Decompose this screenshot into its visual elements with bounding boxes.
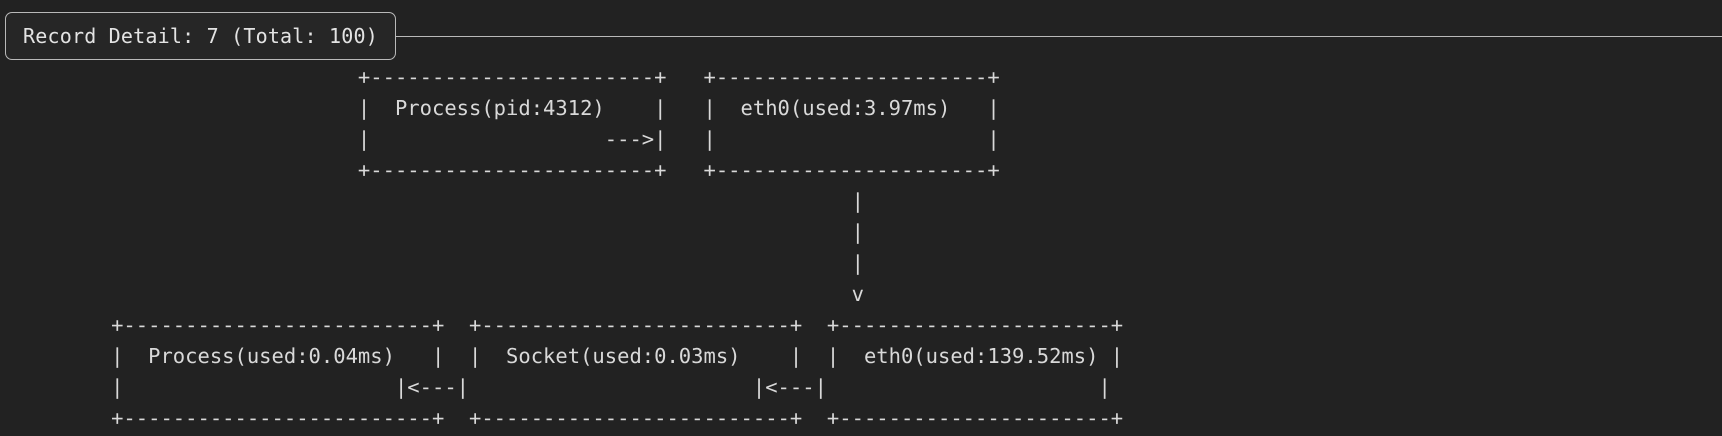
ascii-flow-diagram: +-----------------------+ +-------------… <box>0 62 1722 436</box>
record-detail-header-box: Record Detail: 7 (Total: 100) <box>5 12 396 60</box>
ascii-diagram-art: +-----------------------+ +-------------… <box>111 65 1124 430</box>
page-title: Record Detail: 7 (Total: 100) <box>23 24 378 48</box>
header-row: Record Detail: 7 (Total: 100) <box>0 12 1722 62</box>
header-divider-rule <box>396 36 1722 37</box>
